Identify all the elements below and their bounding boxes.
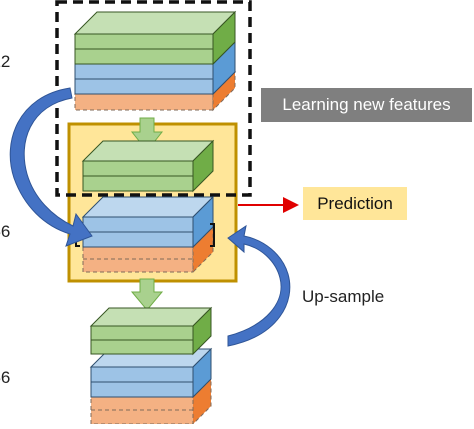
learning-new-features-label: Learning new features (261, 88, 472, 122)
learned-feature-block (81, 139, 215, 193)
down-arrow-2 (130, 278, 164, 311)
prediction-feature-block (81, 195, 215, 274)
size-label-bottom: 256 (0, 368, 11, 387)
size-label-top: 512 (0, 52, 11, 71)
bottom-feature-stack (89, 306, 213, 426)
top-feature-stack (73, 10, 237, 112)
size-label-middle: 256 (0, 222, 11, 241)
up-sample-arrow (227, 224, 291, 347)
right-bracket (210, 223, 215, 247)
skip-connection-arrow (9, 87, 93, 247)
up-sample-label: Up-sample (302, 287, 385, 306)
prediction-label: Prediction (303, 187, 407, 220)
